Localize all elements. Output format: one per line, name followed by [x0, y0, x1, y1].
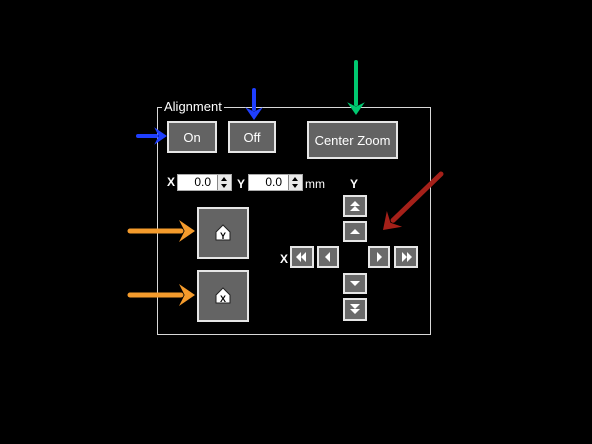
- green-arrow-center-zoom: [347, 60, 365, 115]
- orange-arrow-home-x: [127, 284, 195, 306]
- y-position-field[interactable]: 0.0: [248, 174, 303, 191]
- jog-x-left-button[interactable]: [317, 246, 339, 268]
- chevron-right-icon: [377, 252, 382, 262]
- x-axis-label: X: [280, 252, 289, 266]
- double-chevron-left-icon: [296, 252, 306, 262]
- y-spin-icon[interactable]: [288, 175, 302, 190]
- jog-y-down-button[interactable]: [343, 273, 367, 294]
- chevron-left-icon: [325, 252, 330, 262]
- jog-y-fast-down-button[interactable]: [343, 298, 367, 321]
- unit-label: mm: [305, 177, 325, 191]
- alignment-groupbox: [157, 107, 431, 335]
- home-x-button[interactable]: X: [197, 270, 249, 322]
- double-chevron-up-icon: [350, 201, 360, 211]
- x-spin-icon[interactable]: [217, 175, 231, 190]
- orange-arrow-home-y: [127, 220, 195, 242]
- blue-arrow-on: [136, 127, 167, 145]
- blue-arrow-off: [245, 88, 263, 120]
- y-field-label: Y: [237, 177, 246, 191]
- chevron-down-icon: [350, 281, 360, 286]
- jog-y-fast-up-button[interactable]: [343, 195, 367, 217]
- x-field-label: X: [167, 175, 176, 189]
- jog-y-up-button[interactable]: [343, 221, 367, 242]
- alignment-title: Alignment: [162, 99, 224, 114]
- home-y-letter: Y: [220, 231, 226, 241]
- off-button[interactable]: Off: [228, 121, 276, 153]
- home-x-icon: X: [215, 287, 231, 304]
- double-chevron-down-icon: [350, 304, 360, 314]
- home-x-letter: X: [220, 294, 226, 304]
- jog-x-fast-left-button[interactable]: [290, 246, 314, 268]
- home-y-icon: Y: [215, 224, 231, 241]
- x-position-value: 0.0: [194, 175, 211, 189]
- y-position-value: 0.0: [265, 175, 282, 189]
- on-button[interactable]: On: [167, 121, 217, 153]
- center-zoom-button[interactable]: Center Zoom: [307, 121, 398, 159]
- red-arrow-jog: [383, 171, 444, 230]
- chevron-up-icon: [350, 229, 360, 234]
- y-axis-label: Y: [350, 177, 359, 191]
- x-position-field[interactable]: 0.0: [177, 174, 232, 191]
- home-y-button[interactable]: Y: [197, 207, 249, 259]
- jog-x-fast-right-button[interactable]: [394, 246, 418, 268]
- jog-x-right-button[interactable]: [368, 246, 390, 268]
- double-chevron-right-icon: [402, 252, 412, 262]
